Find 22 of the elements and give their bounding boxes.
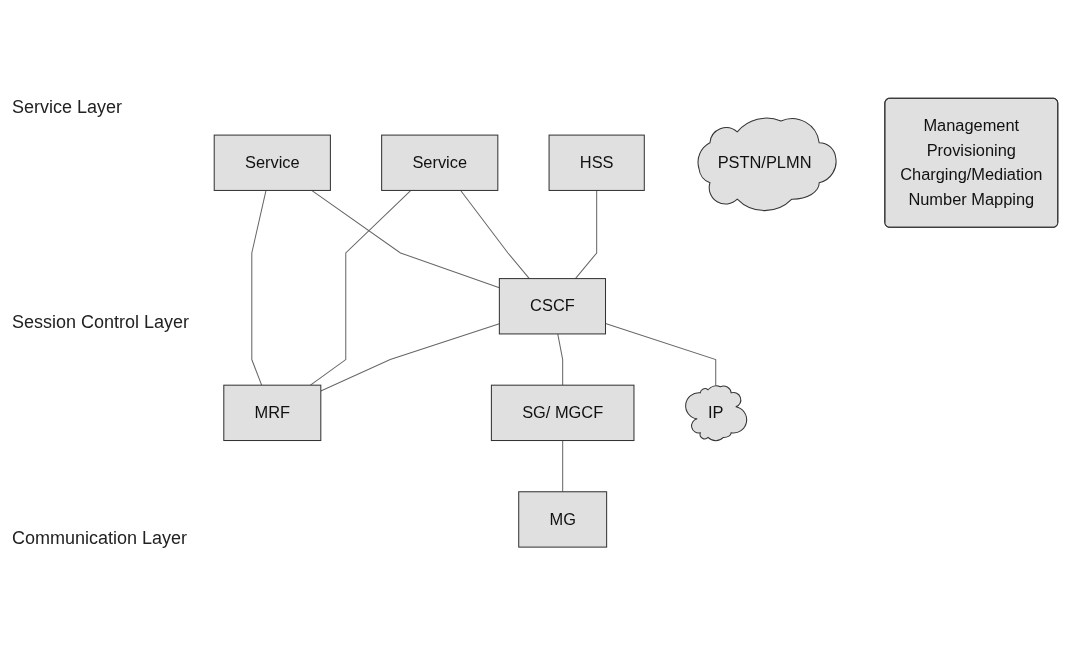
network-cloud: IP — [685, 385, 748, 442]
connector-line — [557, 333, 564, 387]
layer-label: Service Layer — [12, 97, 124, 119]
component-box: SG/ MGCF — [490, 385, 635, 442]
component-box: Service — [381, 134, 499, 192]
connector-line — [311, 190, 500, 289]
connector-line — [574, 190, 598, 280]
component-box: MRF — [223, 385, 322, 442]
connector-line — [562, 440, 564, 493]
management-panel: Management Provisioning Charging/Mediation Number Mapping — [884, 98, 1059, 229]
component-box: CSCF — [498, 278, 606, 335]
connector-line — [460, 190, 530, 280]
layer-label: Session Control Layer — [12, 312, 191, 334]
component-box: MG — [518, 491, 608, 548]
connector-line — [605, 323, 717, 387]
layer-label: Communication Layer — [12, 527, 189, 549]
component-box: Service — [213, 134, 331, 192]
connector-line — [251, 190, 267, 387]
connector-line — [320, 323, 500, 392]
connector-line — [309, 190, 412, 387]
component-box: HSS — [548, 134, 645, 192]
network-cloud: PSTN/PLMN — [697, 117, 837, 212]
